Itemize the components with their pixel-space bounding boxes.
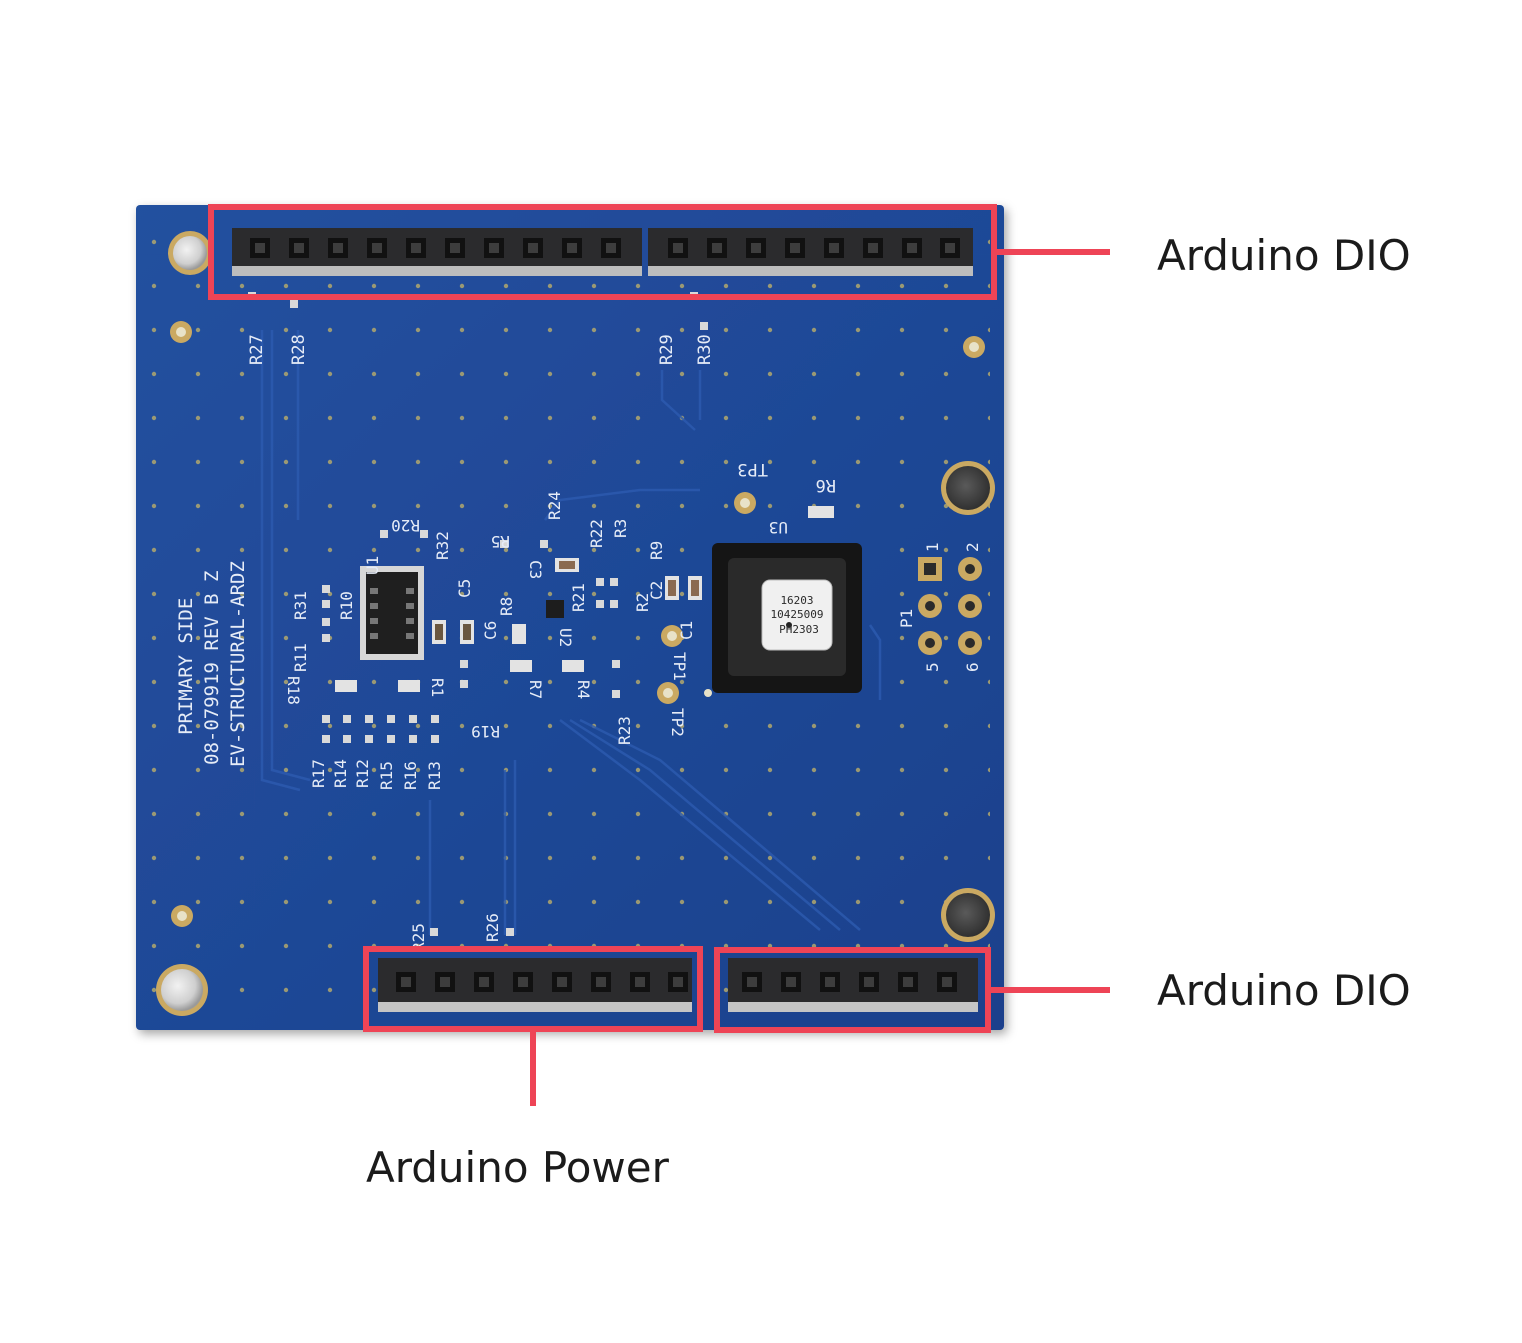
refdes-r1: R1 — [428, 678, 447, 697]
refdes-r30: R30 — [695, 334, 715, 365]
header-bottom-dio — [728, 958, 978, 1012]
refdes-u2: U2 — [556, 628, 575, 647]
sensor-marking-line2: 10425009 — [771, 608, 824, 621]
refdes-r32: R32 — [433, 531, 452, 560]
p1-pin6-label: 6 — [963, 662, 982, 672]
refdes-tp1: TP1 — [670, 652, 689, 681]
refdes-r11: R11 — [291, 643, 310, 672]
silkscreen-labels: PRIMARY SIDE 08-079919 REV B Z EV-STRUCT… — [175, 334, 982, 952]
silk-primary-side: PRIMARY SIDE — [175, 598, 197, 735]
sensor-module-u3: 16203 10425009 PH2303 — [704, 543, 862, 697]
refdes-r12: R12 — [353, 759, 372, 788]
callout-arduino-dio-bottom: Arduino DIO — [1157, 966, 1411, 1015]
chip-u1 — [360, 566, 424, 660]
p1-pin5-label: 5 — [923, 662, 942, 672]
refdes-r6: R6 — [816, 475, 836, 495]
p1-pin2-label: 2 — [963, 542, 982, 552]
silk-board-name: EV-STRUCTURAL-ARDZ — [227, 561, 249, 767]
refdes-r2: R2 — [633, 593, 652, 612]
refdes-r7: R7 — [526, 680, 545, 699]
refdes-r20: R20 — [391, 516, 420, 535]
refdes-c5: C5 — [455, 579, 474, 598]
refdes-r27: R27 — [247, 334, 267, 365]
refdes-r19: R19 — [471, 722, 500, 741]
refdes-p1: P1 — [897, 609, 916, 628]
sensor-marking-line1: 16203 — [780, 594, 813, 607]
refdes-r25: R25 — [409, 923, 428, 952]
pcb-board: 16203 10425009 PH2303 — [136, 205, 1004, 1030]
sensor-marking-line3: PH2303 — [779, 623, 819, 636]
refdes-r10: R10 — [337, 591, 356, 620]
callout-arduino-dio-top: Arduino DIO — [1157, 231, 1411, 280]
header-bottom-power — [378, 958, 692, 1012]
pcb-traces — [260, 330, 882, 935]
refdes-r17: R17 — [309, 759, 328, 788]
header-top-right — [648, 228, 973, 276]
refdes-u1: U1 — [363, 556, 382, 575]
connector-p1-pads — [918, 557, 982, 655]
refdes-r29: R29 — [657, 334, 677, 365]
refdes-r9: R9 — [647, 541, 666, 560]
refdes-c3: C3 — [526, 560, 545, 579]
refdes-r4: R4 — [574, 680, 593, 699]
refdes-tp3: TP3 — [737, 459, 768, 479]
refdes-r18: R18 — [284, 676, 303, 705]
refdes-r22: R22 — [587, 519, 606, 548]
refdes-r13: R13 — [425, 761, 444, 790]
refdes-r16: R16 — [401, 761, 420, 790]
test-points — [657, 492, 756, 704]
refdes-r3: R3 — [611, 519, 630, 538]
silk-part-number: 08-079919 REV B Z — [201, 571, 223, 765]
refdes-r21: R21 — [569, 583, 588, 612]
refdes-r15: R15 — [377, 761, 396, 790]
refdes-r31: R31 — [291, 591, 310, 620]
refdes-tp2: TP2 — [668, 708, 687, 737]
refdes-c2: C2 — [647, 581, 666, 600]
refdes-c1: C1 — [677, 621, 696, 640]
highlight-overlays — [208, 204, 1110, 1106]
refdes-r28: R28 — [289, 334, 309, 365]
refdes-r8: R8 — [497, 597, 516, 616]
refdes-r14: R14 — [331, 759, 350, 788]
refdes-u3: U3 — [769, 518, 788, 537]
callout-arduino-power: Arduino Power — [366, 1143, 669, 1192]
p1-pin1-label: 1 — [923, 542, 942, 552]
refdes-r23: R23 — [615, 716, 634, 745]
refdes-c6: C6 — [481, 621, 500, 640]
refdes-r24: R24 — [545, 491, 564, 520]
header-top-left — [232, 228, 642, 276]
refdes-r5: R5 — [491, 532, 510, 551]
refdes-r26: R26 — [483, 913, 502, 942]
